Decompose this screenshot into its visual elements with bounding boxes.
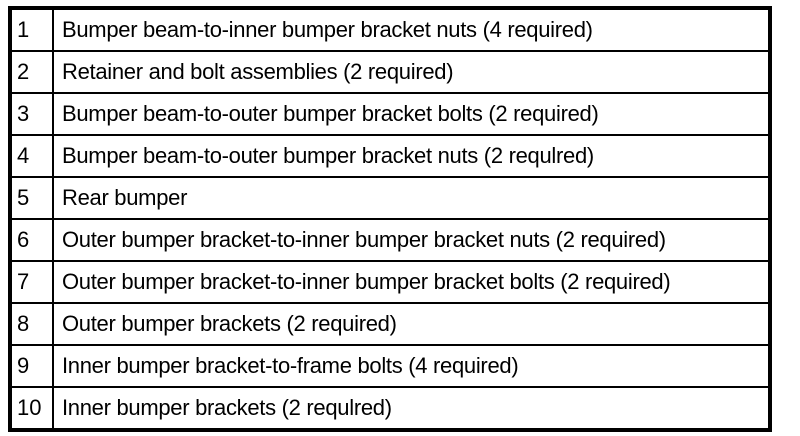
table-row: 7 Outer bumper bracket-to-inner bumper b… (9, 260, 771, 304)
item-description-cell: Retainer and bolt assemblies (2 required… (52, 50, 771, 94)
table-row: 8 Outer bumper brackets (2 required) (9, 302, 771, 346)
parts-table-body: 1 Bumper beam-to-inner bumper bracket nu… (9, 7, 771, 431)
item-number-cell: 6 (9, 218, 54, 262)
table-row: 3 Bumper beam-to-outer bumper bracket bo… (9, 92, 771, 136)
item-number-cell: 9 (9, 344, 54, 388)
table-row: 4 Bumper beam-to-outer bumper bracket nu… (9, 134, 771, 178)
item-description-cell: Bumper beam-to-outer bumper bracket nuts… (52, 134, 771, 178)
table-row: 2 Retainer and bolt assemblies (2 requir… (9, 50, 771, 94)
item-description-cell: Inner bumper brackets (2 requlred) (52, 386, 771, 431)
item-number-cell: 1 (9, 7, 54, 52)
item-description-cell: Outer bumper bracket-to-inner bumper bra… (52, 260, 771, 304)
table-row: 5 Rear bumper (9, 176, 771, 220)
item-number-cell: 7 (9, 260, 54, 304)
item-description-cell: Outer bumper bracket-to-inner bumper bra… (52, 218, 771, 262)
item-description-cell: Inner bumper bracket-to-frame bolts (4 r… (52, 344, 771, 388)
item-number-cell: 3 (9, 92, 54, 136)
parts-table: 1 Bumper beam-to-inner bumper bracket nu… (8, 6, 772, 432)
table-row: 6 Outer bumper bracket-to-inner bumper b… (9, 218, 771, 262)
table-row: 9 Inner bumper bracket-to-frame bolts (4… (9, 344, 771, 388)
item-description-cell: Rear bumper (52, 176, 771, 220)
item-number-cell: 2 (9, 50, 54, 94)
table-row: 1 Bumper beam-to-inner bumper bracket nu… (9, 7, 771, 52)
item-description-cell: Bumper beam-to-inner bumper bracket nuts… (52, 7, 771, 52)
table-row: 10 Inner bumper brackets (2 requlred) (9, 386, 771, 431)
item-number-cell: 8 (9, 302, 54, 346)
item-description-cell: Outer bumper brackets (2 required) (52, 302, 771, 346)
parts-table-container: 1 Bumper beam-to-inner bumper bracket nu… (8, 6, 772, 432)
item-description-cell: Bumper beam-to-outer bumper bracket bolt… (52, 92, 771, 136)
item-number-cell: 10 (9, 386, 54, 431)
item-number-cell: 5 (9, 176, 54, 220)
item-number-cell: 4 (9, 134, 54, 178)
